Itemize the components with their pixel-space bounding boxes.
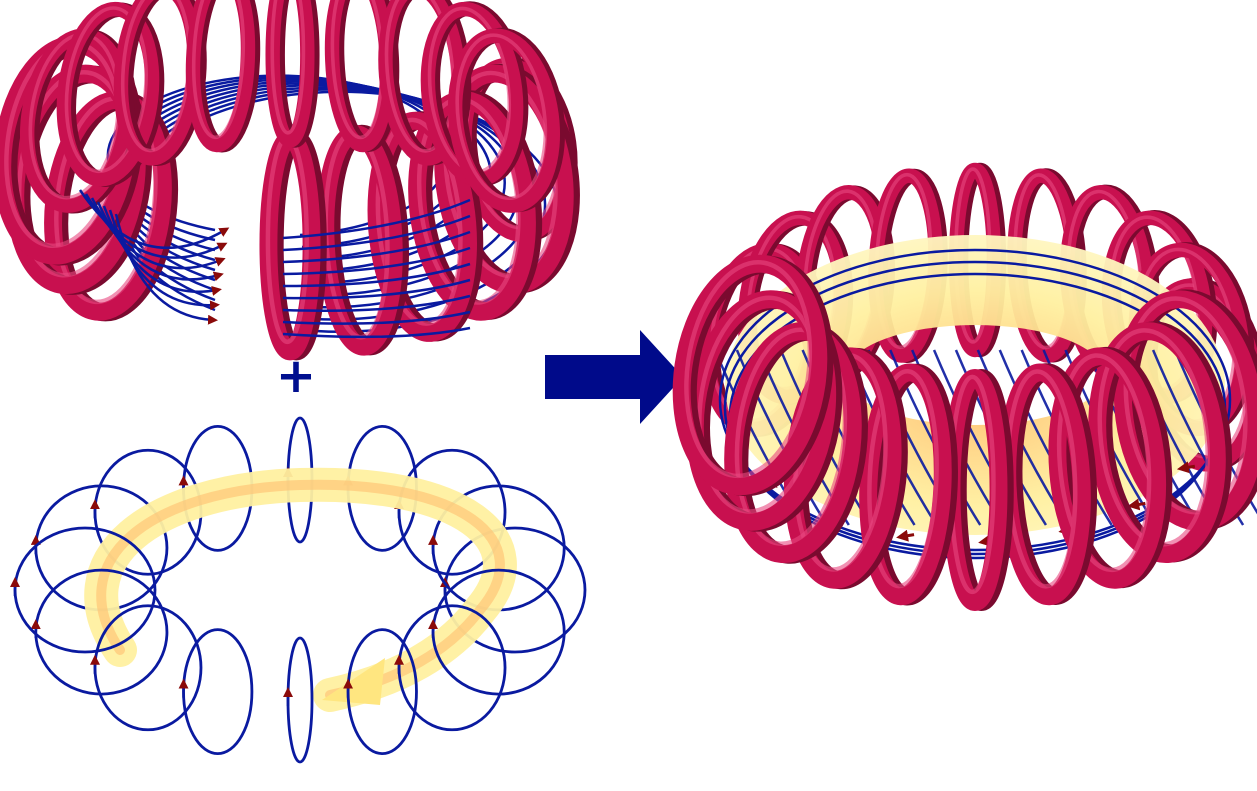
field-line-arrow <box>96 201 224 282</box>
field-line-arrow <box>90 197 226 270</box>
coil <box>185 0 261 153</box>
field-line <box>282 230 471 264</box>
toroidal-field-coils-front <box>672 254 1257 611</box>
plasma-current-arrow <box>84 467 517 712</box>
coil <box>1088 321 1233 564</box>
field-line <box>282 294 471 312</box>
poloidal-field-loops <box>10 526 566 764</box>
field-line <box>282 246 471 276</box>
field-line <box>282 262 471 288</box>
poloidal-loop <box>182 628 254 756</box>
coil <box>1048 346 1173 589</box>
coil <box>672 254 834 497</box>
coil <box>56 1 165 188</box>
helical-outer-line <box>718 248 1232 552</box>
plasma-current-core <box>96 479 505 700</box>
helical-arrow <box>1127 498 1146 511</box>
right-arrow-icon <box>545 330 683 424</box>
helical-arrow <box>896 529 915 542</box>
field-line-arrow <box>108 209 220 311</box>
toroidal-field-coils <box>0 0 580 361</box>
field-line-arrow <box>114 213 218 325</box>
toroidal-field-panel <box>0 0 580 361</box>
poloidal-loop <box>286 636 314 764</box>
plus-sign: + <box>275 348 317 404</box>
coil <box>447 27 566 213</box>
field-line <box>282 326 471 339</box>
toroidal-field-lines-front <box>78 189 471 339</box>
field-line-arrow <box>102 205 222 296</box>
field-line <box>282 310 471 325</box>
combined-field-panel <box>672 162 1257 611</box>
field-line <box>282 278 471 300</box>
plasma-current-arrowhead <box>322 658 385 705</box>
coil <box>859 363 958 606</box>
helical-arrow <box>1176 461 1196 474</box>
coil <box>265 0 320 148</box>
poloidal-field-panel <box>10 416 587 764</box>
field-line <box>282 214 471 252</box>
field-line-arrow <box>84 193 228 259</box>
coil <box>259 129 327 361</box>
field-line <box>282 198 471 240</box>
